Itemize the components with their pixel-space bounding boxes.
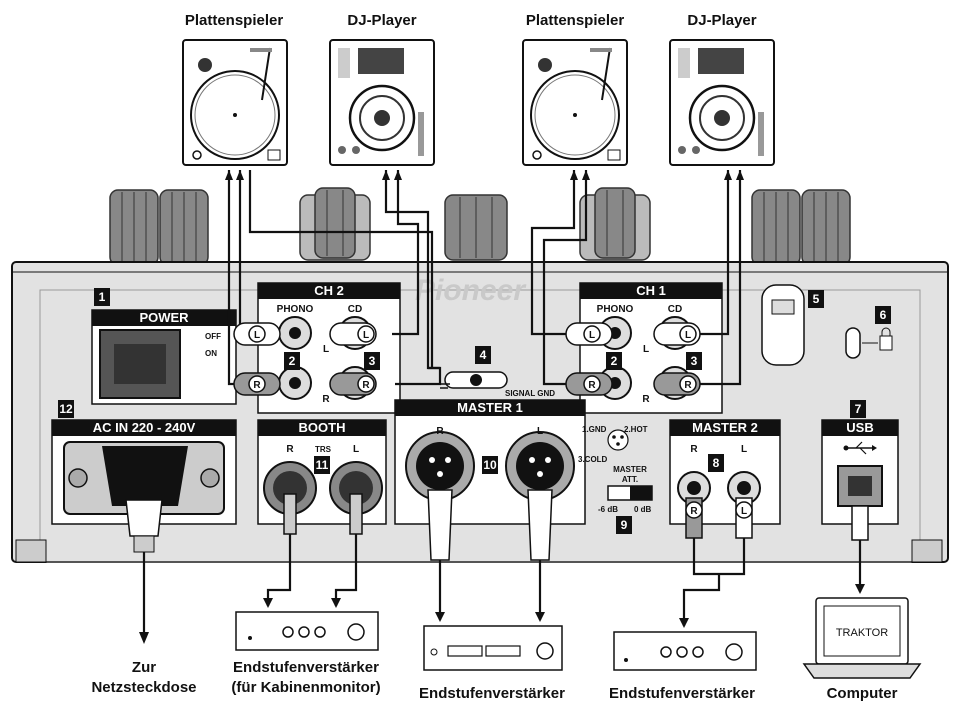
master-att-label-1: MASTER xyxy=(613,465,647,474)
callout-3: 3 xyxy=(369,354,376,368)
plug-r-ch2-phono: R xyxy=(253,380,261,391)
pioneer-logo: Pioneer xyxy=(415,274,527,307)
power-title: POWER xyxy=(139,310,189,325)
ch1-cd-label: CD xyxy=(668,304,682,315)
power-switch xyxy=(91,309,237,405)
label-turntable-ch1: Plattenspieler xyxy=(526,12,625,29)
master-att-zero: 0 dB xyxy=(634,505,652,514)
callout-12: 12 xyxy=(59,402,73,416)
callout-3b: 3 xyxy=(691,354,698,368)
usb-icon xyxy=(843,441,877,455)
usb-title: USB xyxy=(846,420,873,435)
ch2-title: CH 2 xyxy=(314,283,344,298)
label-master1-amp: Endstufenverstärker xyxy=(419,685,565,702)
djplayer-ch1-icon xyxy=(669,39,775,166)
label-djplayer-ch2: DJ-Player xyxy=(347,12,416,29)
plug-l-master2: L xyxy=(741,506,747,517)
output-cables xyxy=(125,489,869,644)
callout-6: 6 xyxy=(880,308,887,322)
plug-l-ch2-phono: L xyxy=(254,330,260,341)
djplayer-ch2-icon xyxy=(329,39,435,166)
ch2-r-label: R xyxy=(322,394,330,405)
callout-1: 1 xyxy=(99,290,106,304)
turntable-ch2-icon xyxy=(182,39,288,166)
laptop-icon xyxy=(802,597,922,679)
booth-output-block xyxy=(257,419,387,525)
master1-amplifier-icon xyxy=(423,625,563,671)
callout-2b: 2 xyxy=(611,354,618,368)
plug-r-master2: R xyxy=(690,506,698,517)
ch2-l-label: L xyxy=(323,344,329,355)
kensington-lock-icon xyxy=(845,327,893,359)
callout-5: 5 xyxy=(813,292,820,306)
ac-inlet xyxy=(51,419,237,525)
xlr-hot-label: 2.HOT xyxy=(624,425,648,434)
plug-r-ch2-cd: R xyxy=(362,380,370,391)
booth-amplifier-icon xyxy=(235,611,379,651)
rca-plugs xyxy=(233,322,701,396)
ch1-l-label: L xyxy=(643,344,649,355)
callout-11: 11 xyxy=(316,458,329,472)
booth-trs-label: TRS xyxy=(315,445,332,454)
plug-r-ch1-phono: R xyxy=(588,380,596,391)
laptop-screen-text: TRAKTOR xyxy=(836,627,888,639)
master2-title: MASTER 2 xyxy=(692,420,758,435)
ch1-phono-label: PHONO xyxy=(597,304,634,315)
callout-7: 7 xyxy=(855,402,862,416)
callout-8: 8 xyxy=(713,456,720,470)
turntable-ch1-icon xyxy=(522,39,628,166)
signal-gnd-terminal xyxy=(438,371,508,389)
ch1-title: CH 1 xyxy=(636,283,666,298)
xlr-gnd-label: 1.GND xyxy=(582,425,607,434)
label-djplayer-ch1: DJ-Player xyxy=(687,12,756,29)
label-power-line1: Zur xyxy=(132,659,156,676)
ch2-phono-label: PHONO xyxy=(277,304,314,315)
plug-r-ch1-cd: R xyxy=(684,380,692,391)
mixer-knobs xyxy=(109,187,851,266)
master1-output-block xyxy=(394,399,586,525)
booth-title: BOOTH xyxy=(299,420,346,435)
ch2-cd-label: CD xyxy=(348,304,362,315)
ac-in-title: AC IN 220 - 240V xyxy=(93,420,196,435)
master1-title: MASTER 1 xyxy=(457,400,523,415)
ch1-r-label: R xyxy=(642,394,650,405)
master1-l-label: L xyxy=(537,426,543,437)
booth-r-label: R xyxy=(286,444,294,455)
xlr-cold-label: 3.COLD xyxy=(578,455,608,464)
label-booth-amp-line1: Endstufenverstärker xyxy=(233,659,379,676)
master-att-minus6: -6 dB xyxy=(598,505,618,514)
callout-4: 4 xyxy=(480,348,487,362)
label-booth-amp-line2: (für Kabinenmonitor) xyxy=(231,679,380,696)
callout-2: 2 xyxy=(289,354,296,368)
master2-amplifier-icon xyxy=(613,631,757,671)
callout-badges xyxy=(58,288,891,534)
master1-r-label: R xyxy=(436,426,444,437)
power-on-label: ON xyxy=(205,349,217,358)
booth-l-label: L xyxy=(353,444,359,455)
power-off-label: OFF xyxy=(205,332,221,341)
plug-l-ch2-cd: L xyxy=(363,330,369,341)
label-master2-amp: Endstufenverstärker xyxy=(609,685,755,702)
plug-l-ch1-phono: L xyxy=(589,330,595,341)
callout-9: 9 xyxy=(621,518,628,532)
master-att-switch xyxy=(607,485,653,501)
cable-hook xyxy=(761,284,805,366)
label-power-line2: Netzsteckdose xyxy=(91,679,196,696)
master-att-label-2: ATT. xyxy=(622,475,638,484)
xlr-pinout-diagram xyxy=(607,429,629,451)
label-computer: Computer xyxy=(827,685,898,702)
master2-r-label: R xyxy=(690,444,698,455)
callout-10: 10 xyxy=(483,458,497,472)
plug-l-ch1-cd: L xyxy=(685,330,691,341)
master2-l-label: L xyxy=(741,444,747,455)
signal-gnd-label: SIGNAL GND xyxy=(505,389,555,398)
label-turntable-ch2: Plattenspieler xyxy=(185,12,284,29)
